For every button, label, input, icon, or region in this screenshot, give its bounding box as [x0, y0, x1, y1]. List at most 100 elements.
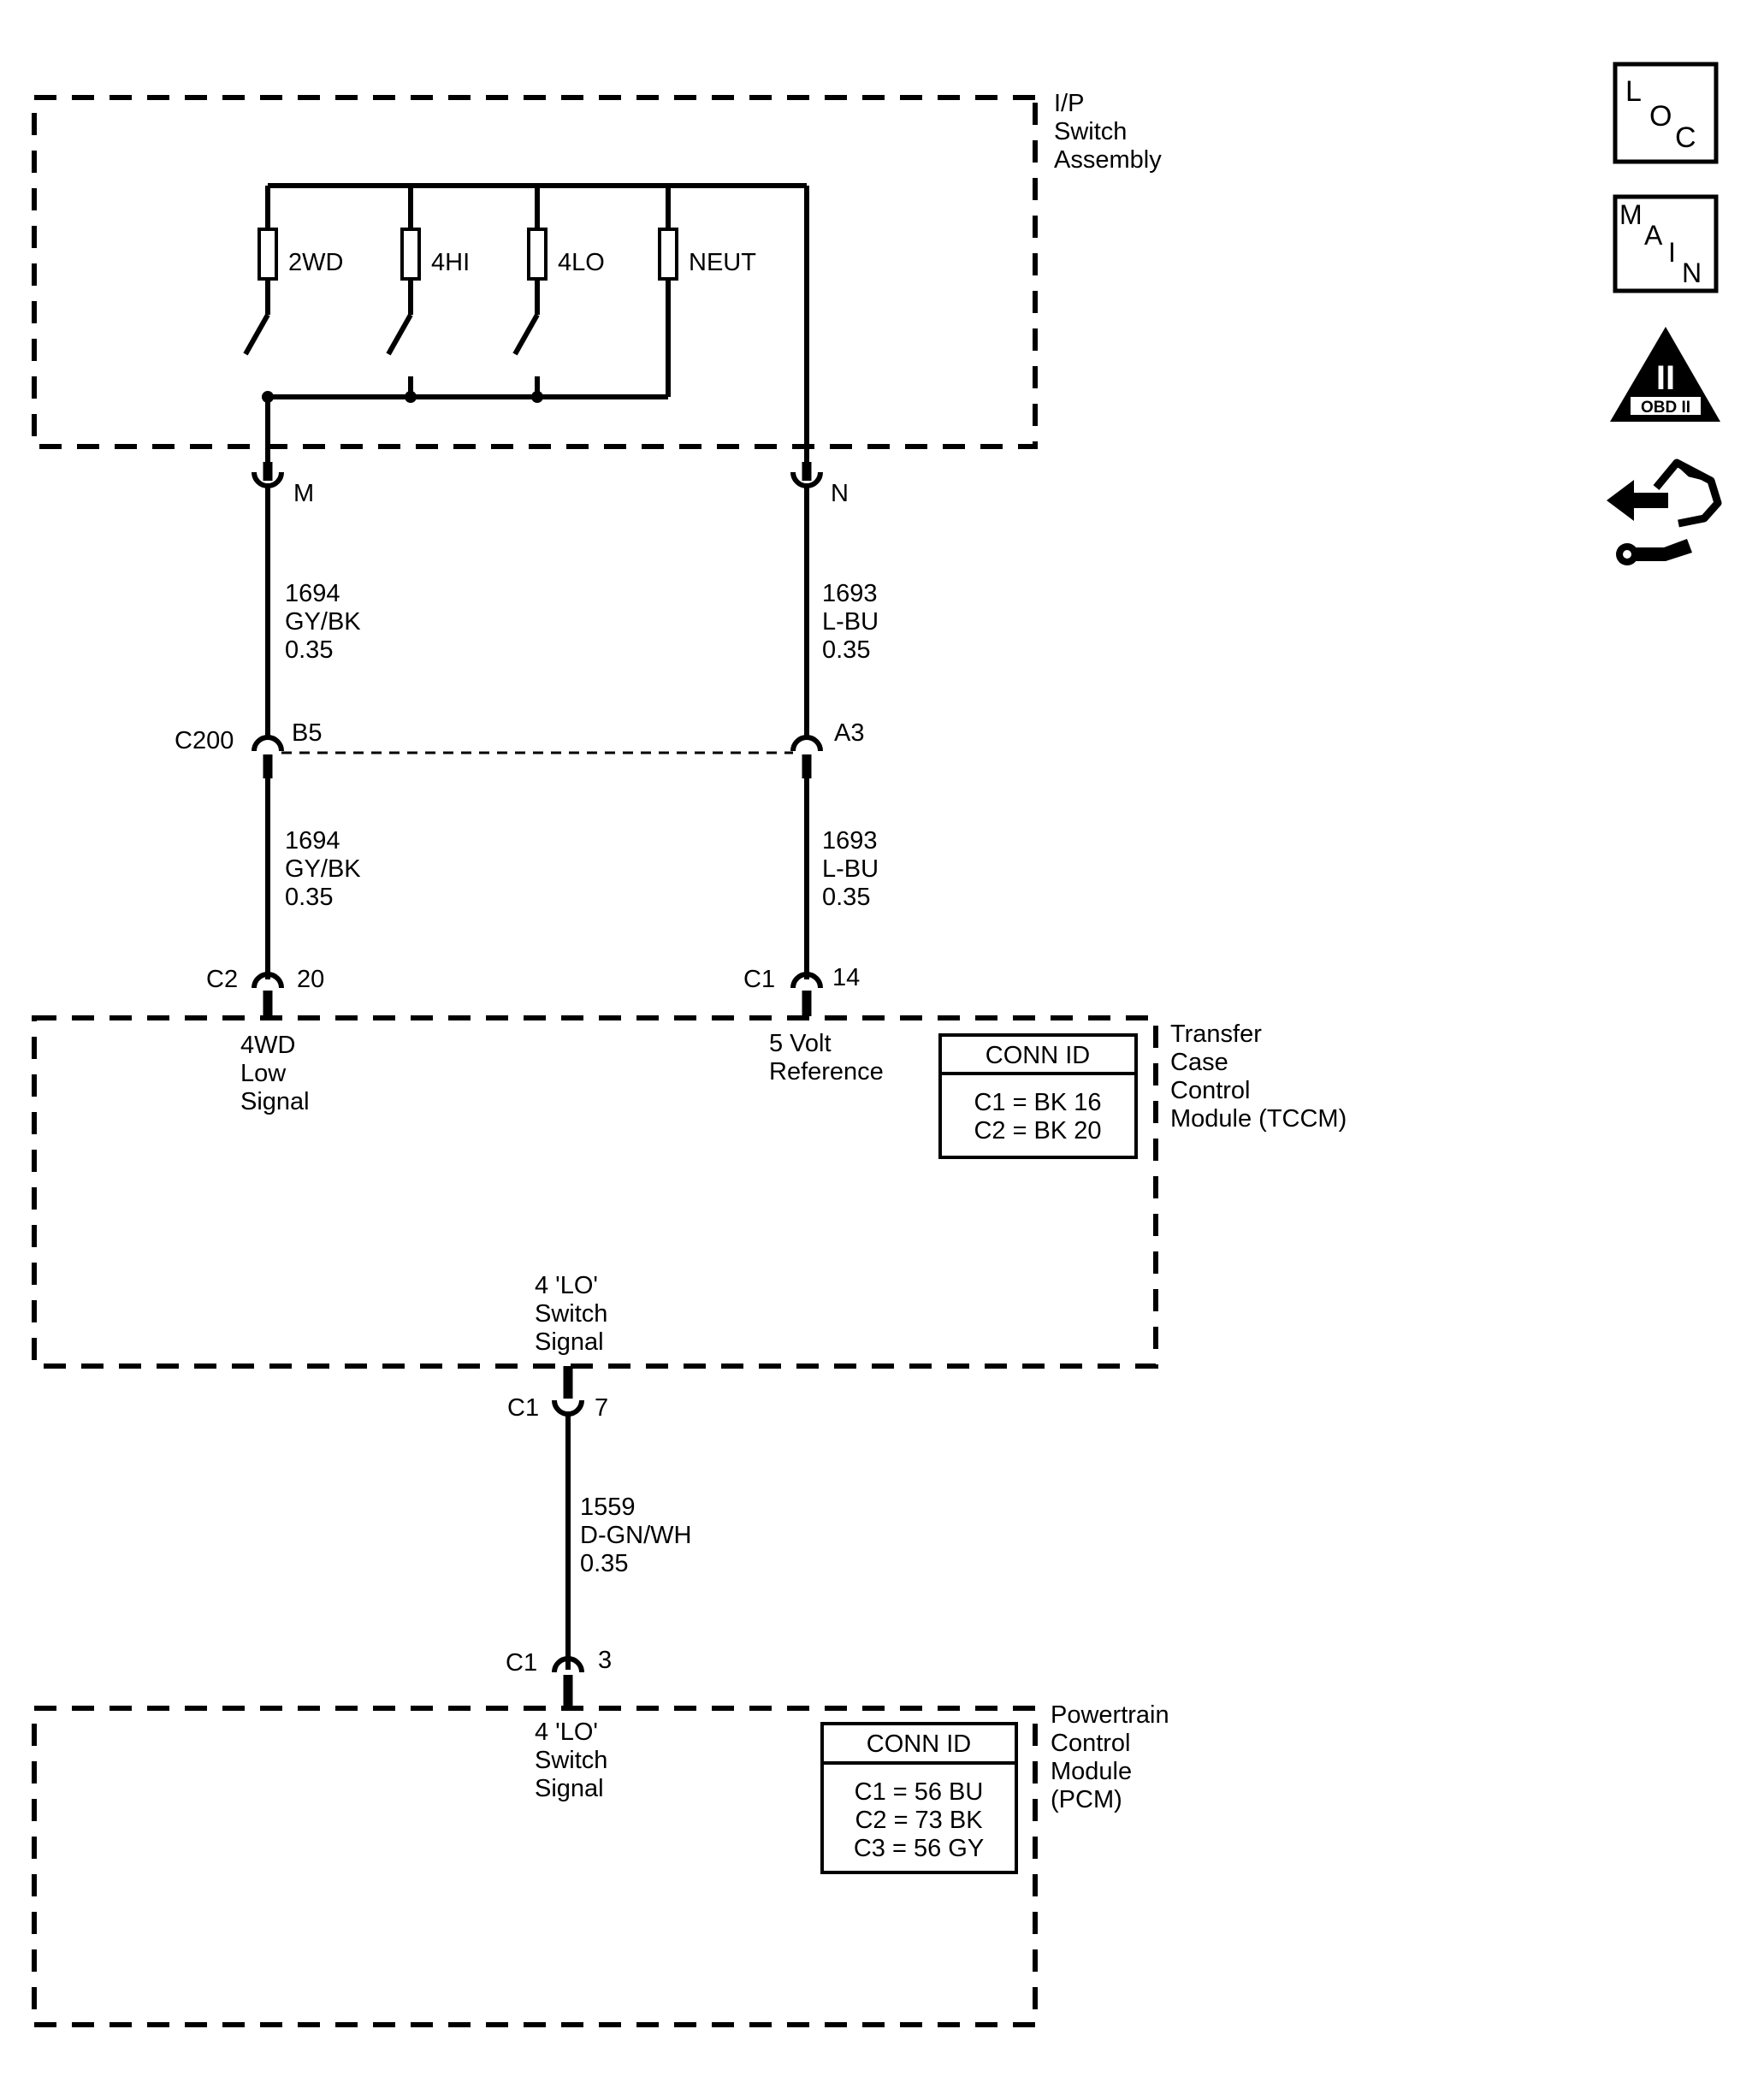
- svg-text:1693: 1693: [822, 580, 878, 607]
- svg-text:L: L: [1625, 75, 1642, 108]
- svg-text:Signal: Signal: [535, 1328, 604, 1356]
- svg-text:1693: 1693: [822, 827, 878, 855]
- svg-text:O: O: [1649, 100, 1672, 133]
- pcm-pin-3: 3: [598, 1647, 612, 1674]
- connector-m-pin: M: [293, 480, 314, 507]
- pcm-label-1: Powertrain: [1051, 1701, 1169, 1729]
- svg-text:Low: Low: [240, 1060, 287, 1087]
- svg-text:0.35: 0.35: [285, 884, 333, 911]
- obd-ii-icon[interactable]: II OBD II: [1610, 327, 1720, 422]
- svg-text:0.35: 0.35: [822, 884, 870, 911]
- svg-text:M: M: [1619, 199, 1643, 230]
- tccm-bottom-pin-7: 7: [595, 1394, 608, 1422]
- svg-text:Switch: Switch: [535, 1300, 607, 1328]
- svg-text:0.35: 0.35: [822, 636, 870, 664]
- tccm-module: Transfer Case Control Module (TCCM) 4WD …: [32, 1015, 1347, 1369]
- c200-label: C200: [175, 727, 234, 754]
- resistor-4lo: [527, 228, 548, 281]
- switch-neut: NEUT: [658, 186, 756, 397]
- tccm-conn-c2: C2: [206, 966, 238, 993]
- svg-text:GY/BK: GY/BK: [285, 608, 361, 636]
- svg-text:0.35: 0.35: [285, 636, 333, 664]
- svg-text:L-BU: L-BU: [822, 855, 879, 883]
- tccm-4lo-switch-signal: 4 'LO' Switch Signal: [535, 1272, 607, 1356]
- svg-text:1559: 1559: [580, 1494, 636, 1521]
- ip-switch-assembly: I/P Switch Assembly 2WD 4HI: [32, 90, 1162, 462]
- ip-switch-boundary: [32, 95, 1038, 449]
- loc-icon[interactable]: L O C: [1613, 62, 1719, 164]
- tccm-conn-c1: C1: [743, 966, 775, 993]
- resistor-neut: [658, 228, 678, 281]
- resistor-4hi: [400, 228, 421, 281]
- wire-1693-upper-label: 1693 L-BU 0.35: [822, 580, 879, 664]
- tccm-pin-20: 20: [297, 966, 324, 993]
- ip-switch-label-2: Switch: [1054, 118, 1127, 145]
- wire-1694-upper-label: 1694 GY/BK 0.35: [285, 580, 361, 664]
- pcm-conn-id-row-1: C1 = 56 BU: [855, 1778, 984, 1806]
- connector-tccm-c1-7: C1 7: [507, 1366, 608, 1422]
- connector-tccm-c1-14: C1 14: [743, 964, 860, 1016]
- svg-text:N: N: [1682, 257, 1702, 288]
- svg-text:4WD: 4WD: [240, 1032, 295, 1059]
- tccm-5v-reference: 5 Volt Reference: [769, 1030, 884, 1085]
- switch-label-4hi: 4HI: [431, 249, 470, 276]
- connector-c200: C200 B5 A3: [175, 719, 864, 778]
- connector-n: N: [790, 462, 849, 507]
- wire-1694-lower-label: 1694 GY/BK 0.35: [285, 827, 361, 911]
- pcm-label-4: (PCM): [1051, 1786, 1122, 1813]
- connector-m: M: [252, 462, 314, 507]
- tccm-label-1: Transfer: [1170, 1020, 1262, 1048]
- switch-label-neut: NEUT: [689, 249, 756, 276]
- pcm-conn-id-row-2: C2 = 73 BK: [855, 1807, 983, 1834]
- tccm-conn-id-row-1: C1 = BK 16: [974, 1089, 1101, 1116]
- switch-4lo: 4LO: [512, 186, 605, 403]
- tccm-bottom-conn-c1: C1: [507, 1394, 539, 1422]
- tccm-4wd-low-signal: 4WD Low Signal: [240, 1032, 310, 1115]
- svg-text:Switch: Switch: [535, 1747, 607, 1774]
- tccm-conn-id-title: CONN ID: [986, 1042, 1090, 1069]
- svg-text:D-GN/WH: D-GN/WH: [580, 1522, 691, 1549]
- svg-text:I: I: [1668, 237, 1676, 268]
- tccm-label-3: Control: [1170, 1077, 1251, 1104]
- switch-blade-4hi: [386, 313, 413, 356]
- svg-text:5 Volt: 5 Volt: [769, 1030, 832, 1057]
- svg-text:L-BU: L-BU: [822, 608, 879, 636]
- junction-4hi: [405, 391, 417, 403]
- svg-text:GY/BK: GY/BK: [285, 855, 361, 883]
- connector-pcm-c1-3: C1 3: [506, 1647, 612, 1707]
- svg-text:4 'LO': 4 'LO': [535, 1718, 598, 1746]
- ip-switch-label-1: I/P: [1054, 90, 1084, 117]
- svg-text:Signal: Signal: [240, 1088, 310, 1115]
- tccm-label-2: Case: [1170, 1049, 1228, 1076]
- svg-text:OBD II: OBD II: [1641, 399, 1690, 417]
- pcm-label-2: Control: [1051, 1730, 1131, 1757]
- svg-text:A: A: [1644, 220, 1663, 251]
- switch-blade-4lo: [512, 313, 540, 356]
- switch-blade-2wd: [243, 313, 270, 356]
- svg-text:4 'LO': 4 'LO': [535, 1272, 598, 1299]
- svg-text:1694: 1694: [285, 827, 340, 855]
- c200-pin-b5: B5: [292, 719, 322, 747]
- svg-text:Reference: Reference: [769, 1058, 884, 1085]
- svg-text:Signal: Signal: [535, 1775, 604, 1802]
- switch-2wd: 2WD: [243, 186, 343, 462]
- tccm-pin-14: 14: [832, 964, 860, 991]
- ip-switch-label-3: Assembly: [1054, 146, 1162, 174]
- pcm-conn-id-title: CONN ID: [867, 1730, 971, 1758]
- connector-view-icon[interactable]: [1607, 458, 1722, 565]
- wire-1693-lower-label: 1693 L-BU 0.35: [822, 827, 879, 911]
- switch-label-4lo: 4LO: [558, 249, 605, 276]
- switch-label-2wd: 2WD: [288, 249, 343, 276]
- pcm-4lo-switch-signal: 4 'LO' Switch Signal: [535, 1718, 607, 1802]
- pcm-conn-id-table: CONN ID C1 = 56 BU C2 = 73 BK C3 = 56 GY: [820, 1722, 1018, 1874]
- connector-n-pin: N: [831, 480, 849, 507]
- c200-pin-a3: A3: [834, 719, 864, 747]
- svg-text:II: II: [1656, 359, 1675, 397]
- tccm-label-4: Module (TCCM): [1170, 1105, 1347, 1133]
- tccm-boundary: [32, 1015, 1158, 1369]
- svg-text:0.35: 0.35: [580, 1550, 628, 1577]
- main-icon[interactable]: M A I N: [1613, 194, 1719, 293]
- junction-4lo: [531, 391, 543, 403]
- pcm-conn-c1: C1: [506, 1649, 537, 1677]
